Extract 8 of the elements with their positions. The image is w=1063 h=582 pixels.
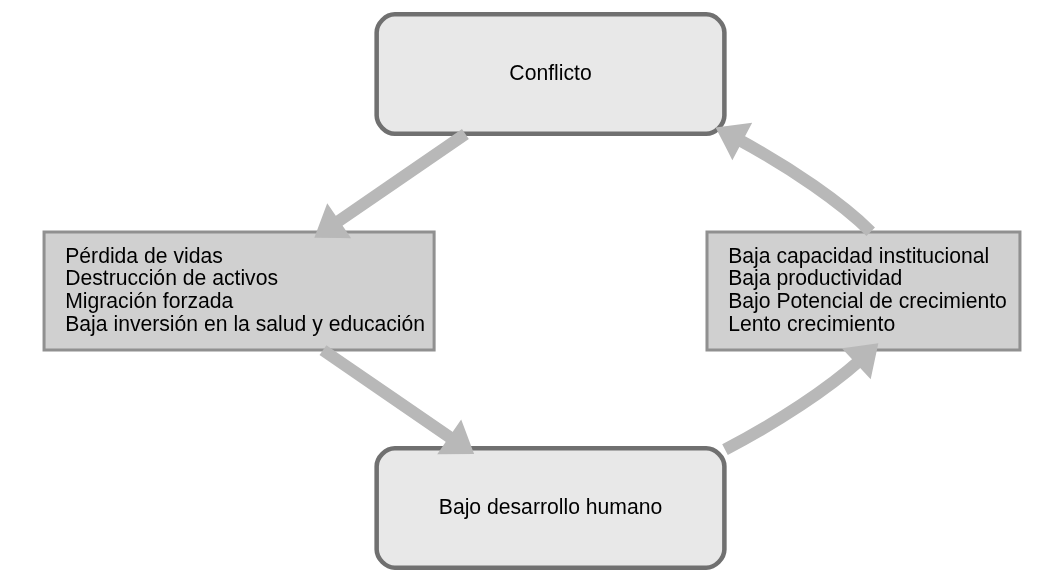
node-box: Bajo desarrollo humano — [373, 445, 727, 570]
arrow — [313, 129, 469, 239]
node-box: Conflicto — [373, 12, 727, 137]
arrow — [721, 343, 878, 455]
arrow — [715, 122, 875, 237]
node-box: Pérdida de vidas Destrucción de activos Migración forzada Baja inversión en la salud y educación — [42, 230, 436, 352]
node-box: Baja capacidad institucional Baja productividad Bajo Potencial de crecimiento Lento crecimiento — [705, 230, 1021, 352]
arrow — [319, 345, 474, 455]
